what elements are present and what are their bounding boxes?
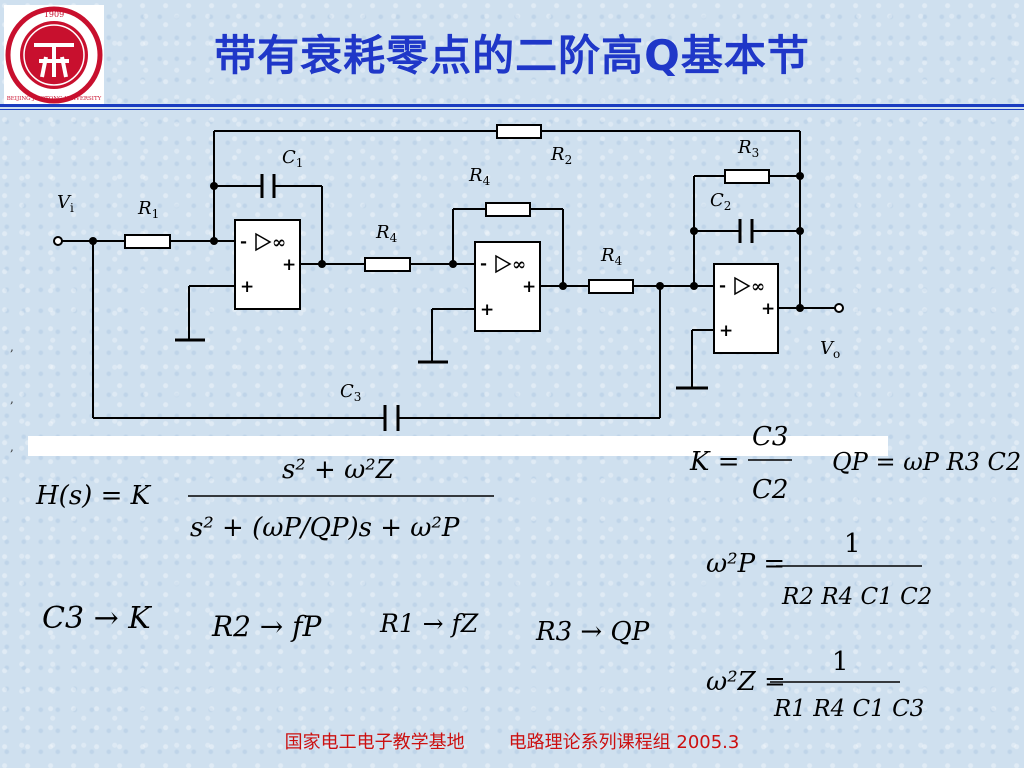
opamp2-minus: - xyxy=(480,254,487,274)
map-c3-k: C3 → K xyxy=(42,601,152,636)
footer-right: 电路理论系列课程组 2005.3 xyxy=(508,732,740,753)
eq-wp-den: R2 R4 C1 C2 xyxy=(781,584,932,610)
eq-h-lhs: H(s) = K xyxy=(35,481,152,511)
opamp3-inf: ∞ xyxy=(751,277,765,297)
opamp1-minus: - xyxy=(240,232,247,252)
label-r4-upper: R4 xyxy=(468,165,491,188)
label-vi: Vi xyxy=(57,192,74,215)
label-r3: R3 xyxy=(737,137,759,160)
map-r1-fz: R1 → fZ xyxy=(379,609,479,638)
label-c2: C2 xyxy=(710,190,731,213)
slide-title: 带有衰耗零点的二阶高Q基本节 xyxy=(214,31,810,80)
university-logo: 1909 BEIJING JIAOTONG UNIVERSITY xyxy=(4,5,104,105)
label-c1: C1 xyxy=(282,147,303,170)
opamp2-plus-out: + xyxy=(522,277,536,297)
highlight-bar xyxy=(28,436,888,456)
eq-qp: QP = ωP R3 C2 xyxy=(832,448,1021,476)
eq-k-num: C3 xyxy=(752,422,788,452)
map-r2-fp: R2 → fP xyxy=(211,610,323,643)
stray-mark: , xyxy=(10,440,14,454)
footer-left: 国家电工电子教学基地 xyxy=(284,732,465,753)
circuit-diagram: - ∞ + + - ∞ + + - ∞ + + Vi R1 C1 R2 R4 R… xyxy=(53,124,844,431)
logo-ring-text: BEIJING JIAOTONG UNIVERSITY xyxy=(7,96,102,102)
stray-mark: , xyxy=(10,340,14,354)
logo-year: 1909 xyxy=(44,10,64,19)
label-r4-right: R4 xyxy=(600,245,623,268)
label-r4-left: R4 xyxy=(375,222,398,245)
eq-wz-num: 1 xyxy=(832,647,849,677)
title-rule xyxy=(0,104,1024,107)
label-c3: C3 xyxy=(340,381,361,404)
opamp3-plus-out: + xyxy=(761,299,775,319)
opamp1-plus-out: + xyxy=(282,255,296,275)
map-r3-qp: R3 → QP xyxy=(535,617,650,647)
eq-k-den: C2 xyxy=(752,475,788,505)
equations: H(s) = K s² + ω²Z s² + (ωP/QP)s + ω²P K … xyxy=(35,422,1021,722)
opamp1-plus-in: + xyxy=(240,277,254,297)
eq-wp-lhs: ω²P = xyxy=(706,549,785,579)
opamp2-inf: ∞ xyxy=(512,255,526,275)
opamp1-inf: ∞ xyxy=(272,233,286,253)
title-rule-thin xyxy=(0,109,1024,110)
label-r2: R2 xyxy=(550,144,572,167)
label-r1: R1 xyxy=(137,198,159,221)
stray-mark: , xyxy=(10,392,14,406)
eq-wp-num: 1 xyxy=(844,529,861,559)
slide-footer: 国家电工电子教学基地 电路理论系列课程组 2005.3 xyxy=(0,728,1024,754)
opamp3-plus-in: + xyxy=(719,321,733,341)
opamp3-minus: - xyxy=(719,276,726,296)
eq-h-den: s² + (ωP/QP)s + ω²P xyxy=(190,513,460,543)
eq-h-num: s² + ω²Z xyxy=(282,455,395,485)
opamp2-plus-in: + xyxy=(480,300,494,320)
eq-wz-den: R1 R4 C1 C3 xyxy=(773,696,924,722)
eq-k-lhs: K = xyxy=(689,447,739,477)
label-vo: Vo xyxy=(820,338,840,361)
